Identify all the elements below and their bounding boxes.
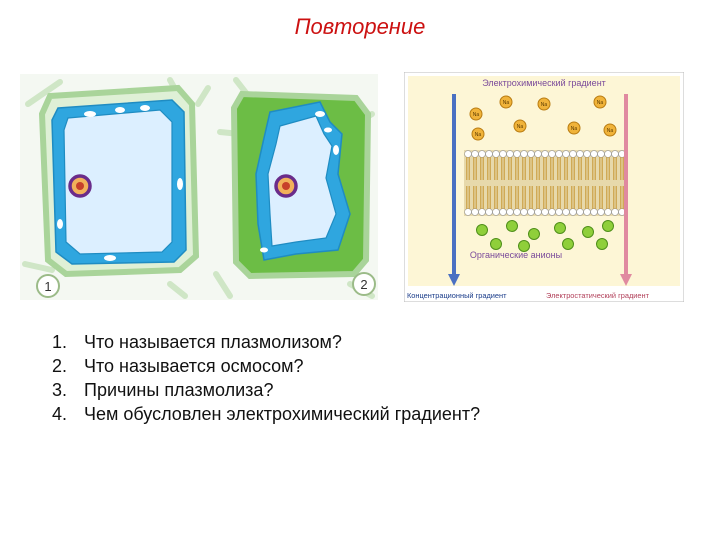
svg-text:Na: Na xyxy=(597,100,604,106)
question-item: 3.Причины плазмолиза? xyxy=(52,378,480,402)
anion-particle xyxy=(491,239,502,250)
anion-particle xyxy=(529,229,540,240)
anion-particle xyxy=(555,223,566,234)
normal-cell: 1 xyxy=(37,88,196,297)
electrostatic-gradient-label: Электростатический градиент xyxy=(546,291,650,300)
question-item: 4.Чем обусловлен электрохимический гради… xyxy=(52,402,480,426)
sodium-ion: Na xyxy=(604,124,616,136)
cell-label-1: 1 xyxy=(44,279,51,294)
svg-text:Na: Na xyxy=(607,128,614,134)
question-item: 1.Что называется плазмолизом? xyxy=(52,330,480,354)
sodium-ion: Na xyxy=(500,96,512,108)
anion-particle xyxy=(583,227,594,238)
svg-text:Na: Na xyxy=(571,126,578,132)
plasmolysis-figure: 1 2 xyxy=(20,74,378,300)
sodium-ion: Na xyxy=(470,108,482,120)
sodium-ion: Na xyxy=(594,96,606,108)
svg-text:Na: Na xyxy=(503,100,510,106)
sodium-ion: Na xyxy=(472,128,484,140)
svg-text:Na: Na xyxy=(541,102,548,108)
question-list: 1.Что называется плазмолизом? 2.Что назы… xyxy=(52,330,480,426)
cell-label-2: 2 xyxy=(360,277,367,292)
anion-label: Органические анионы xyxy=(470,250,562,260)
anion-particle xyxy=(603,221,614,232)
anion-particle xyxy=(563,239,574,250)
gradient-title: Электрохимический градиент xyxy=(482,78,606,88)
plasmolysed-cell: 2 xyxy=(234,94,375,295)
anion-particle xyxy=(507,221,518,232)
svg-text:Na: Na xyxy=(475,132,482,138)
slide-title: Повторение xyxy=(0,14,720,40)
sodium-ion: Na xyxy=(568,122,580,134)
sodium-ion: Na xyxy=(514,120,526,132)
svg-text:Na: Na xyxy=(517,124,524,130)
anion-particle xyxy=(477,225,488,236)
question-item: 2.Что называется осмосом? xyxy=(52,354,480,378)
anion-particle xyxy=(597,239,608,250)
concentration-gradient-label: Концентрационный градиент xyxy=(407,291,507,300)
sodium-ion: Na xyxy=(538,98,550,110)
svg-text:Na: Na xyxy=(473,112,480,118)
